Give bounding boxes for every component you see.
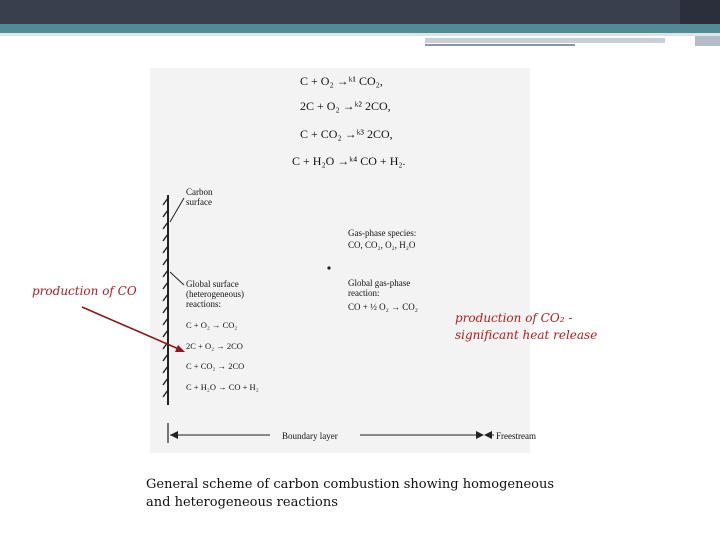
surface-reaction-3: C + CO₂ → 2CO	[186, 361, 245, 371]
divider-stripe	[425, 38, 665, 43]
title-bar	[0, 0, 720, 24]
annotation-co2-production: production of CO₂ -	[455, 311, 573, 325]
gas-dot	[327, 266, 331, 270]
boundary-layer-arrowhead-right	[476, 431, 484, 439]
global-gas-phase-reaction: CO + ½ O₂ → CO₂	[348, 302, 418, 312]
carbon-surface-leader	[169, 197, 185, 223]
global-surface-title: Global surface (heterogeneous) reactions…	[186, 279, 244, 309]
equation-3: C + CO₂ →ᵏ³ 2CO,	[300, 127, 393, 141]
surface-reaction-2: 2C + O₂ → 2CO	[186, 341, 243, 351]
freestream-arrowhead	[484, 431, 492, 439]
global-gas-phase-title: Global gas-phase reaction:	[348, 278, 411, 298]
combustion-figure	[150, 68, 530, 453]
annotation-co-production: production of CO	[32, 284, 137, 298]
annotation-arrowhead	[175, 345, 185, 352]
gas-phase-species-list: CO, CO₂, O₂, H₂O	[348, 240, 416, 250]
equation-4: C + H₂O →ᵏ⁴ CO + H₂.	[292, 154, 406, 168]
divider-stripe	[0, 33, 720, 36]
carbon-wall-hatching	[162, 197, 169, 398]
surface-reaction-1: C + O₂ → CO₂	[186, 320, 238, 330]
accent-band	[0, 24, 720, 33]
carbon-surface-label: Carbon surface	[186, 187, 213, 207]
divider-stripe	[425, 44, 575, 46]
divider-stripe	[695, 36, 720, 46]
surface-reaction-4: C + H₂O → CO + H₂	[186, 382, 259, 392]
title-bar-accent	[680, 0, 720, 24]
annotation-arrow	[81, 306, 182, 351]
annotation-heat-release: significant heat release	[455, 328, 598, 342]
surface-reactions-leader	[169, 271, 185, 286]
equation-1: C + O₂ →ᵏ¹ CO₂,	[300, 74, 383, 88]
figure-caption: General scheme of carbon combustion show…	[146, 477, 555, 510]
freestream-label: Freestream	[496, 431, 536, 441]
boundary-layer-label: Boundary layer	[282, 431, 338, 441]
equation-2: 2C + O₂ →ᵏ² 2CO,	[300, 99, 391, 113]
boundary-layer-arrowhead-left	[170, 431, 178, 439]
gas-phase-species-title: Gas-phase species:	[348, 228, 417, 238]
